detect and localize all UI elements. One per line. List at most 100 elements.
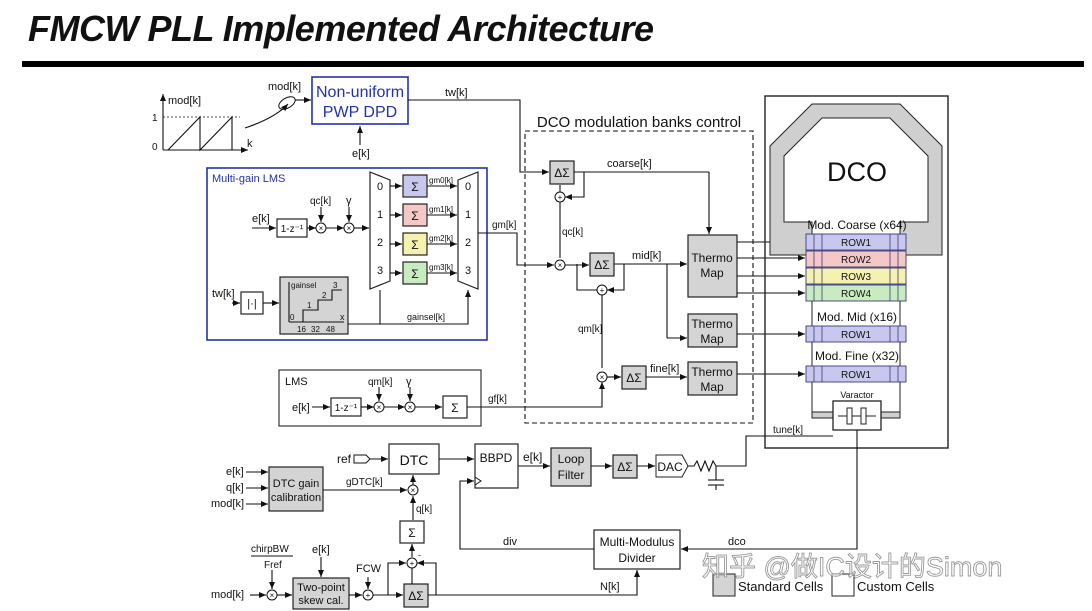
dtc-block: DTC (400, 452, 429, 468)
svg-text:Thermo: Thermo (691, 251, 733, 265)
svg-text:Loop: Loop (558, 452, 585, 466)
mod-ramp-graph: mod[k] 1 0 k (152, 94, 289, 153)
mglms-filter: 1-z⁻¹ (281, 224, 304, 235)
svg-text:Map: Map (700, 332, 724, 346)
svg-text:1-z⁻¹: 1-z⁻¹ (335, 403, 358, 414)
svg-text:mod[k]: mod[k] (211, 589, 244, 601)
svg-text:×: × (270, 591, 275, 600)
multigain-lms-block: Multi-gain LMS e[k] 1-z⁻¹ × qc[k] × γ 0 … (206, 167, 554, 341)
qk-label: q[k] (416, 504, 432, 515)
varactor-label: Varactor (840, 390, 873, 400)
gdtc-label: gDTC[k] (346, 477, 383, 488)
qc-label: qc[k] (562, 227, 583, 238)
dco-fine-label: Mod. Fine (x32) (815, 349, 899, 363)
mod-y0: 0 (152, 142, 158, 153)
ref-label: ref (337, 452, 352, 466)
dco-ctrl-title: DCO modulation banks control (537, 114, 741, 131)
legend-standard-swatch (712, 573, 736, 597)
dco-coarse-label: Mod. Coarse (x64) (807, 218, 906, 232)
dco-row: ROW3 (805, 267, 907, 285)
dco-row-label: ROW1 (841, 238, 871, 249)
svg-text:Map: Map (700, 380, 724, 394)
sigma-label: Σ (411, 209, 418, 223)
dco-mid-rows: ROW1 (805, 325, 907, 343)
svg-text:2: 2 (322, 291, 327, 300)
dco-row: ROW1 (805, 325, 907, 343)
svg-text:+: + (558, 193, 563, 202)
svg-text:0: 0 (465, 181, 471, 193)
mid-label: mid[k] (632, 250, 661, 262)
mglms-gamma: γ (346, 195, 352, 207)
sigma-label: Σ (411, 180, 418, 194)
svg-text:-: - (418, 550, 421, 560)
svg-text:48: 48 (326, 325, 335, 334)
svg-text:e[k]: e[k] (292, 402, 310, 414)
pwp-in-label: mod[k] (268, 81, 301, 93)
svg-text:×: × (377, 403, 382, 412)
dac-block: DAC (657, 460, 683, 474)
svg-text:3: 3 (377, 265, 383, 277)
svg-text:×: × (411, 486, 416, 495)
svg-text:Thermo: Thermo (691, 365, 733, 379)
svg-text:1: 1 (307, 301, 312, 310)
svg-text:ΔΣ: ΔΣ (626, 371, 641, 385)
svg-text:e[k]: e[k] (312, 544, 330, 556)
svg-text:Thermo: Thermo (691, 317, 733, 331)
mglms-tw: tw[k] (212, 288, 235, 300)
pll-loop: ref DTC BBPD e[k] Loop Filter ΔΣ DAC tun… (337, 425, 858, 596)
dco-row-label: ROW3 (841, 272, 871, 283)
mod-ylabel: mod[k] (168, 95, 201, 107)
svg-text:ΔΣ: ΔΣ (408, 589, 423, 603)
legend-custom-label: Custom Cells (857, 579, 935, 594)
sigma-label: Σ (411, 238, 418, 252)
gainsel-label: gainsel[k] (407, 312, 445, 322)
mglms-err: e[k] (252, 213, 270, 225)
sigma-label: Σ (411, 267, 418, 281)
svg-text:×: × (558, 261, 563, 270)
legend-custom-swatch (831, 573, 855, 597)
lms-title: LMS (285, 376, 308, 388)
dco-ctrl-block: DCO modulation banks control ΔΣ coarse[k… (524, 114, 805, 424)
two-point-block: chirpBW Fref mod[k] × Two-point skew cal… (211, 544, 437, 610)
svg-text:+: + (366, 591, 371, 600)
gm-label: gm1[k] (429, 205, 453, 214)
title-rule (22, 61, 1084, 67)
qm-label: qm[k] (578, 324, 603, 335)
svg-text:Two-point: Two-point (297, 582, 345, 594)
dco-fb-label: dco (728, 536, 746, 548)
mod-y1: 1 (152, 113, 158, 124)
dco-row-label: ROW2 (841, 255, 871, 266)
svg-text:skew cal.: skew cal. (298, 595, 343, 607)
bbpd-out-label: e[k] (523, 450, 542, 464)
svg-text:3: 3 (333, 281, 338, 290)
svg-text:ΔΣ: ΔΣ (617, 460, 632, 474)
legend-standard-label: Standard Cells (738, 579, 824, 594)
svg-text:Filter: Filter (558, 468, 585, 482)
svg-text:+: + (600, 286, 605, 295)
svg-text:x: x (340, 312, 345, 322)
dco-row-label: ROW1 (841, 330, 871, 341)
gain-ylabel: gainsel (291, 281, 317, 290)
svg-text:ΔΣ: ΔΣ (554, 166, 569, 180)
div-label: div (503, 536, 518, 548)
svg-text:Σ: Σ (408, 526, 415, 540)
svg-text:×: × (319, 224, 324, 233)
gm-label: gm2[k] (429, 234, 453, 243)
dco-row: ROW1 (805, 365, 907, 383)
svg-text:ΔΣ: ΔΣ (594, 258, 609, 272)
mod-xlabel: k (247, 138, 253, 150)
ramp-waveform (167, 115, 233, 152)
dco-fine-rows: ROW1 (805, 365, 907, 383)
svg-text:Multi-Modulus: Multi-Modulus (600, 535, 675, 549)
mglms-step: qc[k] (310, 196, 331, 207)
svg-text:3: 3 (465, 265, 471, 277)
fref-label: Fref (264, 560, 282, 571)
svg-text:16: 16 (297, 325, 306, 334)
dtc-cal-block: e[k] q[k] mod[k] DTC gain calibration gD… (211, 466, 432, 557)
dco-row: ROW2 (805, 250, 907, 268)
gm-label: gm0[k] (429, 176, 453, 185)
svg-text:e[k]: e[k] (226, 466, 244, 478)
